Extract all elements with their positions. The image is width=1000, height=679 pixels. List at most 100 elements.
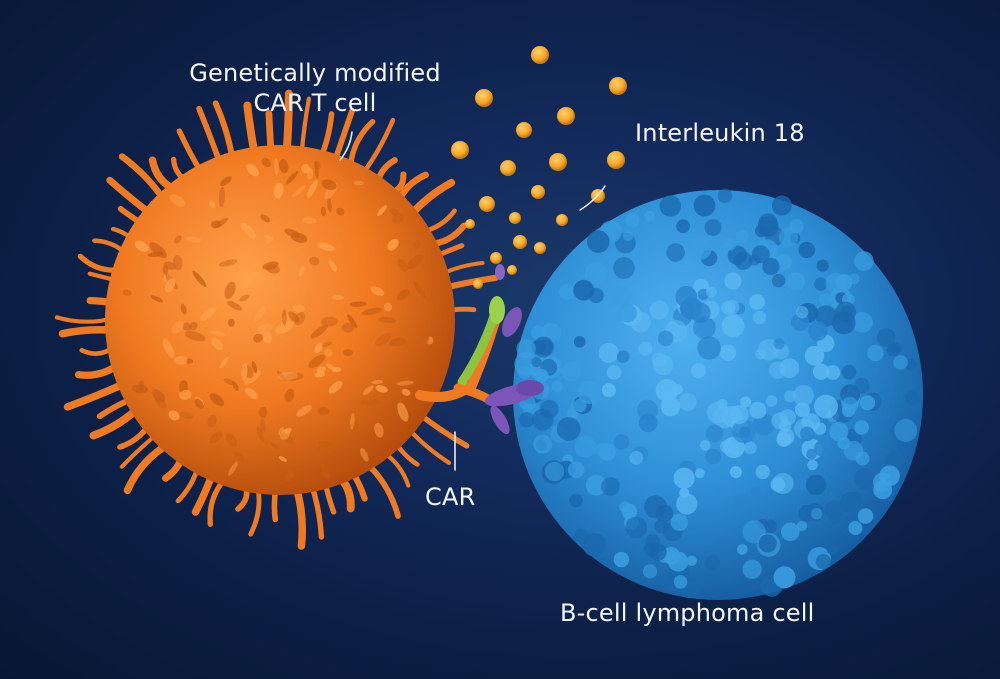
surface-fold [223,378,235,386]
surface-fold [258,406,268,418]
surface-fold [306,167,314,180]
surface-fold [192,270,207,287]
surface-bump [551,380,563,392]
interleukin-particle [607,151,625,169]
surface-bump [800,426,815,442]
surface-bump [781,522,800,542]
surface-bump [779,358,800,378]
interleukin-particle [516,122,532,138]
surface-fold [361,307,383,316]
surface-bump [749,294,765,310]
interleukin-particle [475,89,493,107]
interleukin-particle [465,219,475,229]
surface-fold [179,389,192,400]
surface-bump [798,241,815,259]
surface-fold [309,256,320,266]
surface-bump [719,344,737,361]
surface-fold [284,228,300,238]
surface-fold [169,194,186,207]
surface-fold [131,384,149,394]
surface-bump [654,519,669,534]
surface-bump [886,343,900,357]
surface-fold [249,271,267,281]
leader-line-interleukin [579,185,606,211]
surface-fold [257,323,273,334]
surface-fold [320,463,331,480]
surface-fold [211,337,223,351]
surface-bump [825,365,841,380]
surface-fold [228,461,238,476]
surface-fold [349,301,367,307]
interleukin-particle [531,46,549,64]
surface-fold [264,234,273,241]
surface-fold [389,337,407,347]
surface-bump [848,521,863,535]
surface-fold [389,207,400,217]
lymphoma-cell-surface-texture [514,188,919,599]
surface-fold [242,274,252,284]
surface-fold [273,182,284,199]
surface-bump [694,468,705,479]
surface-fold [274,158,279,176]
surface-bump [762,257,780,276]
surface-fold [262,331,273,344]
surface-fold [285,372,304,381]
surface-fold [209,200,216,208]
surface-bump [601,477,620,496]
surface-fold [342,349,353,357]
surface-bump [574,435,597,458]
surface-fold [278,456,287,462]
surface-fold [296,405,312,417]
surface-bump [905,390,919,405]
surface-bump [569,493,583,508]
surface-bump [611,286,632,306]
surface-bump [796,520,808,532]
surface-fold [284,388,295,403]
surface-fold [173,355,188,365]
surface-bump [792,385,814,406]
surface-bump [854,251,874,271]
surface-fold [359,398,382,406]
surface-fold [341,322,354,333]
surface-bump [655,378,679,402]
surface-bump [849,273,860,285]
surface-bump [749,401,767,419]
protrusion [362,459,401,519]
surface-fold [302,217,317,224]
surface-bump [879,465,900,487]
surface-fold [150,295,163,303]
surface-fold [259,418,266,434]
surface-bump [772,472,794,495]
surface-bump [649,543,667,561]
surface-fold [275,321,294,334]
surface-bump [601,383,616,398]
surface-fold [254,305,267,322]
surface-fold [397,259,409,272]
surface-bump [706,401,729,424]
surface-bump [531,357,542,368]
surface-fold [321,341,333,348]
surface-fold [317,242,335,252]
surface-bump [629,451,644,465]
surface-bump [905,359,917,371]
surface-bump [721,300,736,315]
surface-fold [122,289,132,296]
surface-bump [561,361,582,382]
surface-fold [419,329,431,346]
surface-bump [794,402,810,418]
surface-bump [613,551,630,568]
surface-fold [298,265,305,278]
protrusion [123,440,173,495]
surface-fold [227,318,235,327]
surface-bump [857,508,874,524]
surface-fold [375,385,388,393]
surface-fold [362,385,374,396]
surface-fold [234,451,245,463]
surface-fold [179,411,194,420]
surface-fold [375,406,390,418]
surface-fold [277,371,299,381]
surface-bump [690,363,706,379]
surface-bump [814,394,838,419]
